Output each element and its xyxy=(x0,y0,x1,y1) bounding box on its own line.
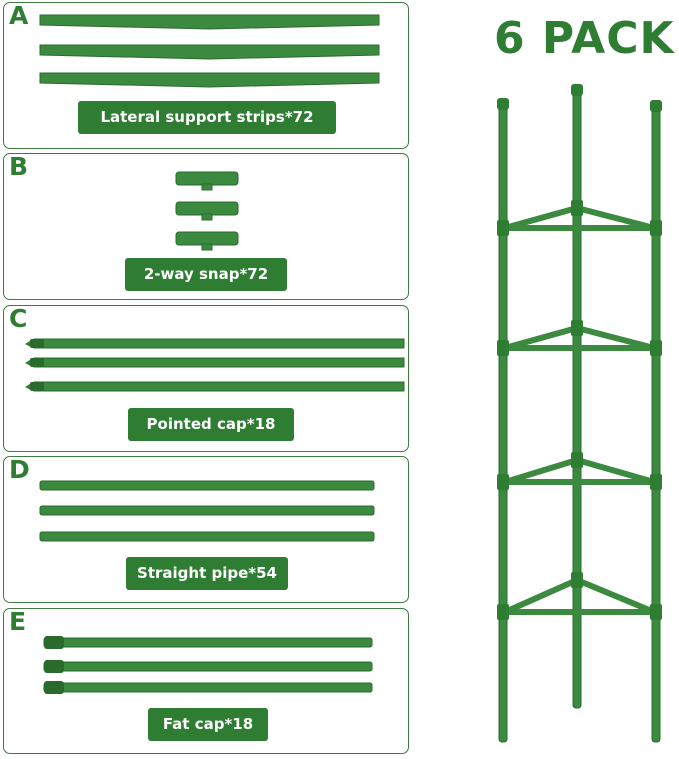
lateral-strips-illustration xyxy=(39,14,380,88)
panel-2-way-snap: B 2-way snap*72 xyxy=(3,152,409,300)
fat-cap-illustration xyxy=(43,636,373,694)
snap-part xyxy=(175,201,239,221)
panel-label: Pointed cap*18 xyxy=(128,408,294,441)
straight-pipe xyxy=(39,505,375,516)
lateral-strip xyxy=(39,14,380,30)
pointed-stake xyxy=(24,338,405,349)
panel-lateral-support-strips: A Lateral support strips*72 xyxy=(3,1,409,149)
fat-cap-stake xyxy=(43,661,373,672)
panel-letter: D xyxy=(9,455,30,484)
panel-label: 2-way snap*72 xyxy=(125,258,287,291)
panel-fat-cap: E Fat cap*18 xyxy=(3,607,409,754)
fat-cap-stake xyxy=(43,637,373,648)
panel-letter: B xyxy=(9,152,29,181)
snap-illustration xyxy=(175,171,239,251)
panel-letter: C xyxy=(9,304,28,333)
pack-count-title: 6 PACK xyxy=(494,13,675,64)
pointed-stake xyxy=(24,381,405,392)
snap-part xyxy=(175,171,239,191)
straight-pipe xyxy=(39,480,375,491)
tower-pole-right xyxy=(651,101,661,743)
panel-pointed-cap: C Pointed cap*18 xyxy=(3,304,409,452)
straight-pipe xyxy=(39,531,375,542)
fat-cap-stake xyxy=(43,682,373,693)
panel-label: Lateral support strips*72 xyxy=(78,101,336,134)
panel-letter: E xyxy=(9,607,27,636)
lateral-strip xyxy=(39,44,380,60)
pointed-cap-illustration xyxy=(24,338,405,392)
panel-straight-pipe: D Straight pipe*54 xyxy=(3,455,409,603)
panel-letter: A xyxy=(9,1,29,30)
panel-label: Fat cap*18 xyxy=(148,708,268,741)
snap-part xyxy=(175,231,239,251)
panel-label: Straight pipe*54 xyxy=(126,557,288,590)
lateral-strip xyxy=(39,72,380,88)
pointed-stake xyxy=(24,357,405,368)
straight-pipe-illustration xyxy=(39,480,375,542)
assembled-tower-illustration xyxy=(497,84,662,743)
tower-pole-left xyxy=(498,99,508,743)
